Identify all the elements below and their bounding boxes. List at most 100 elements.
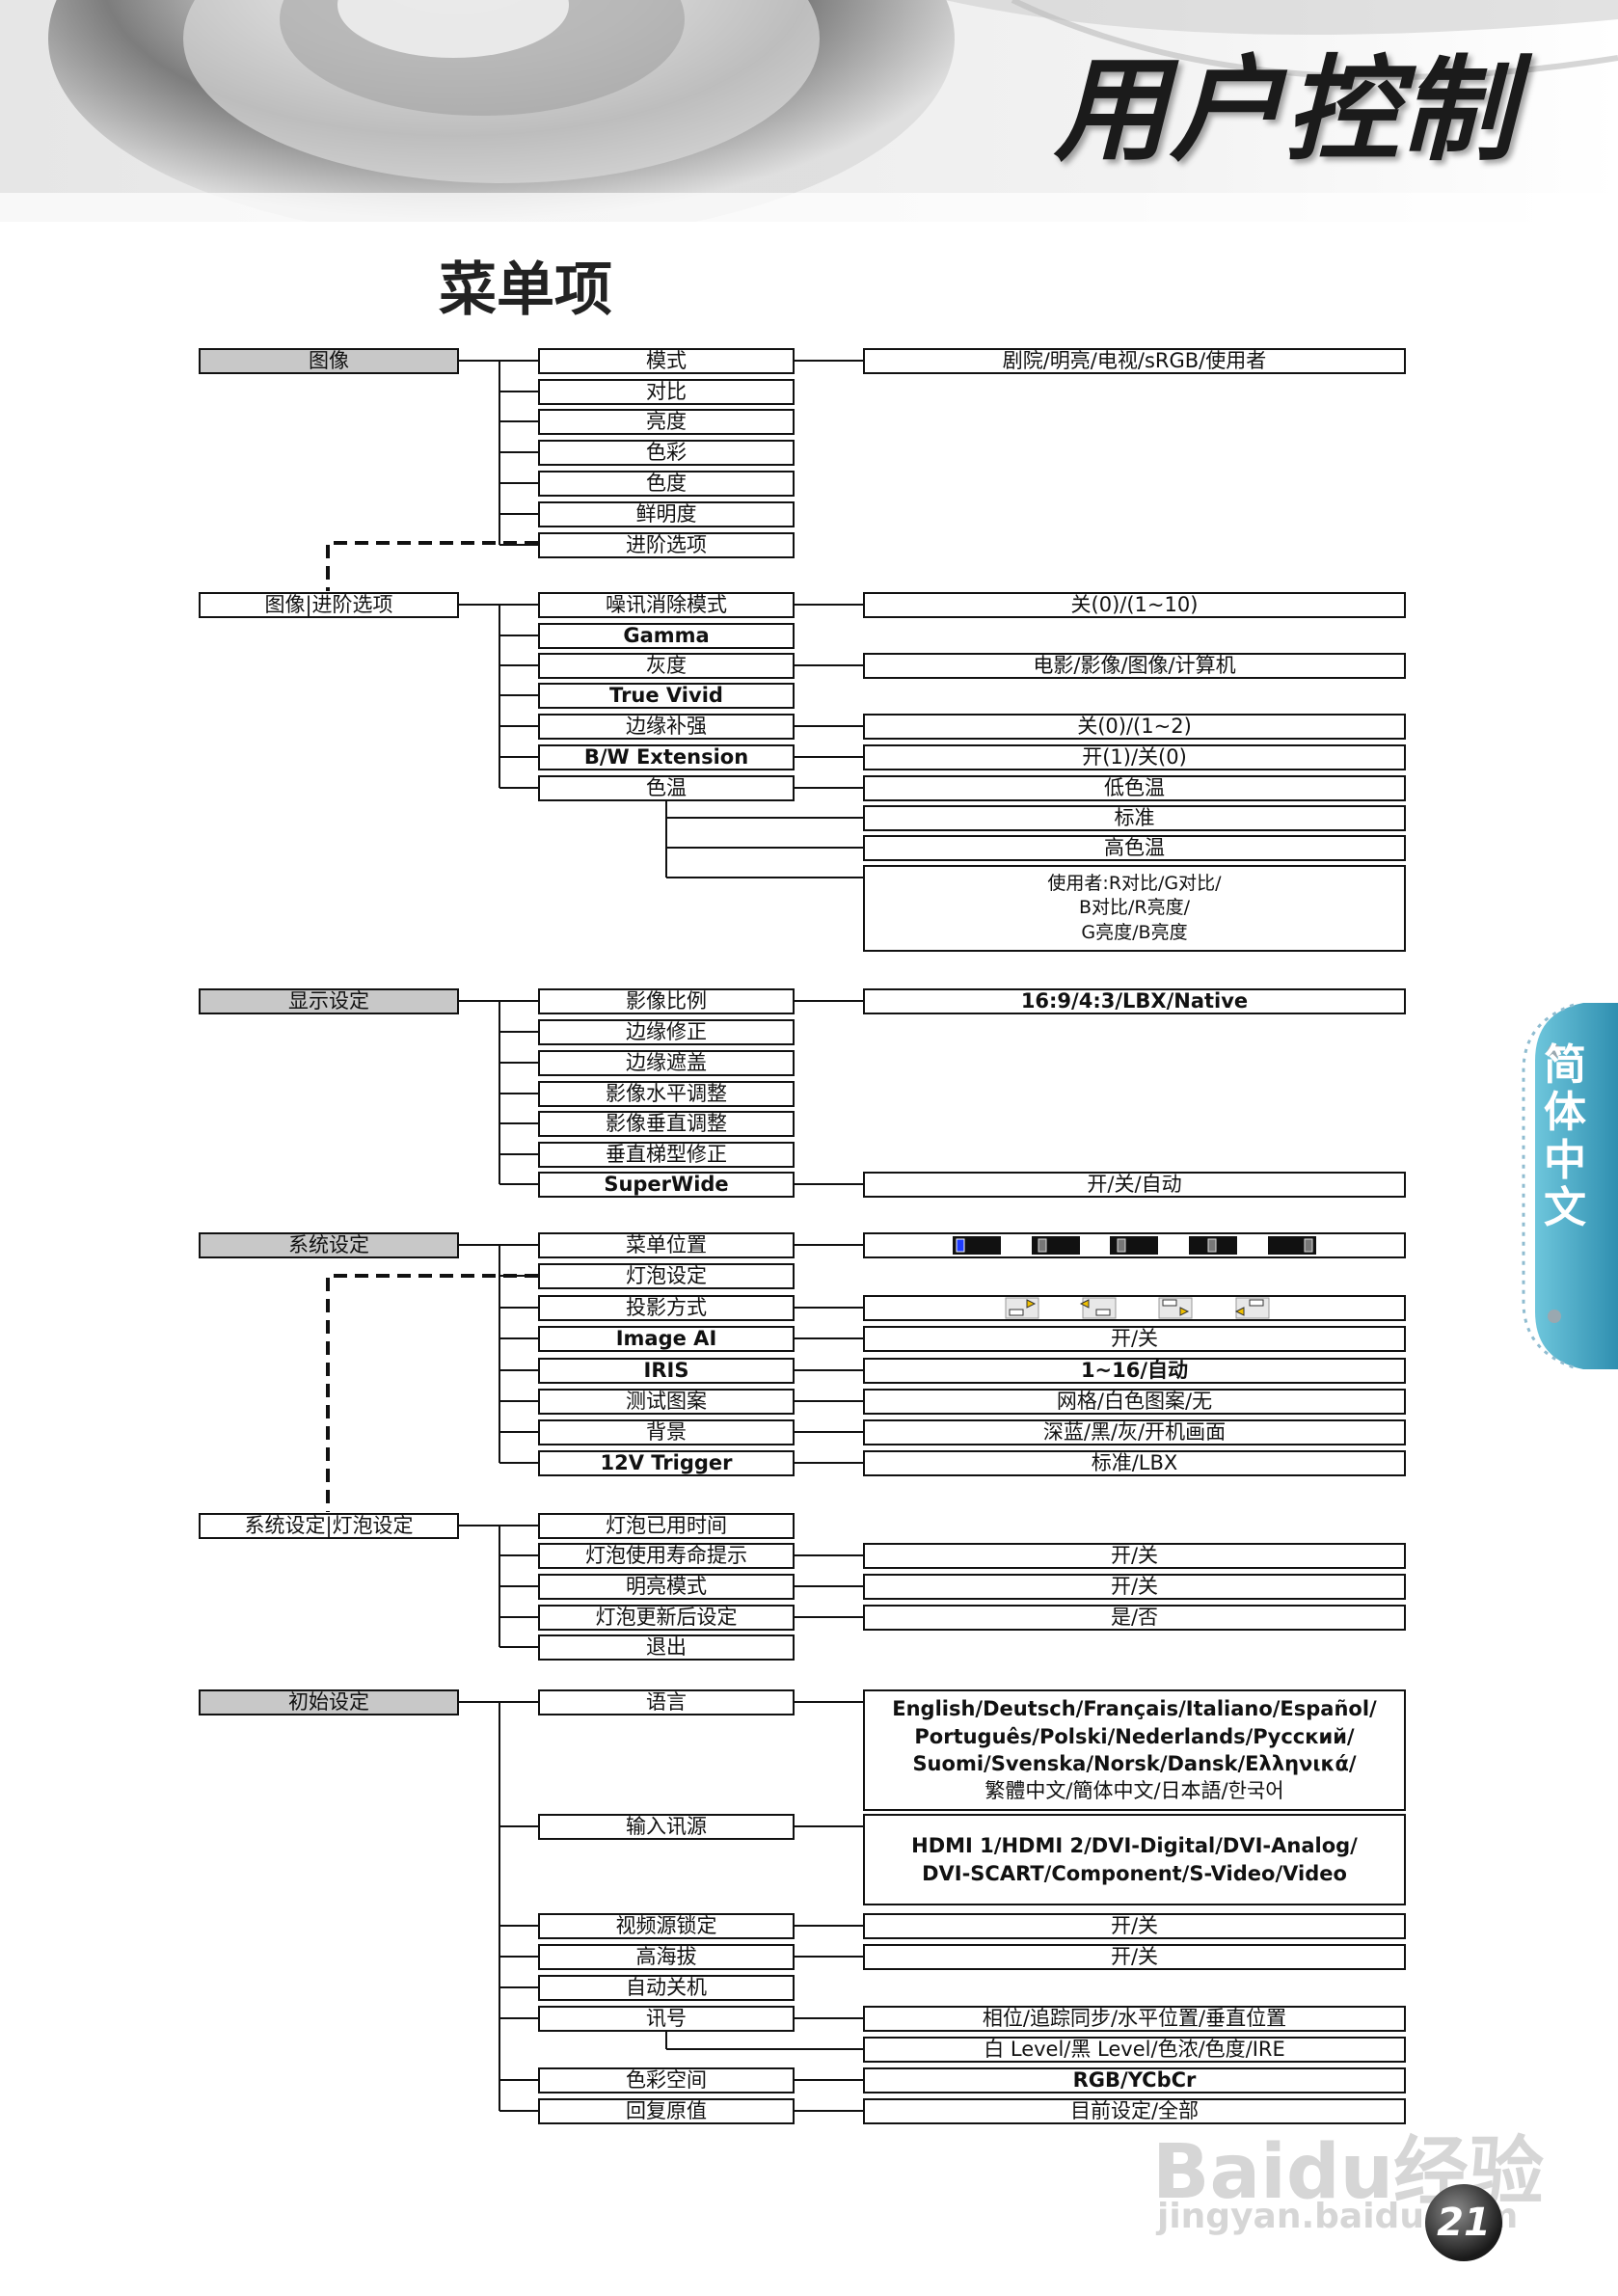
category-display[interactable]: 显示设定 (199, 988, 459, 1014)
value-signal-2: 白 Level/黑 Level/色浓/色度/IRE (863, 2037, 1406, 2063)
menu-item-superwide[interactable]: SuperWide (538, 1172, 795, 1198)
category-image[interactable]: 图像 (199, 348, 459, 374)
menu-item-signal[interactable]: 讯号 (538, 2006, 795, 2032)
value-bw-extension: 开(1)/关(0) (863, 744, 1406, 770)
side-tab-graphic (1522, 1003, 1618, 1369)
menu-item-menu-position[interactable]: 菜单位置 (538, 1232, 795, 1258)
value-bright-mode: 开/关 (863, 1574, 1406, 1600)
menu-item-advanced[interactable]: 进阶选项 (538, 532, 795, 558)
menu-item-bw-extension[interactable]: B/W Extension (538, 744, 795, 770)
menu-item-projection[interactable]: 投影方式 (538, 1295, 795, 1321)
value-iris: 1~16/自动 (863, 1358, 1406, 1384)
menu-item-color[interactable]: 色彩 (538, 440, 795, 466)
source-line: HDMI 1/HDMI 2/DVI-Digital/DVI-Analog/ (911, 1834, 1358, 1858)
value-aspect-ratio: 16:9/4:3/LBX/Native (863, 988, 1406, 1014)
value-menu-position (863, 1232, 1406, 1258)
menu-item-color-temp[interactable]: 色温 (538, 775, 795, 801)
menu-item-reset[interactable]: 回复原值 (538, 2098, 795, 2124)
menu-item-color-space[interactable]: 色彩空间 (538, 2067, 795, 2093)
position-center-icon (1110, 1236, 1158, 1255)
color-temp-user-line: 使用者:R对比/G对比/ (1047, 872, 1222, 894)
value-12v-trigger: 标准/LBX (863, 1450, 1406, 1476)
value-projection (863, 1295, 1406, 1321)
color-temp-user-line: G亮度/B亮度 (1081, 921, 1188, 943)
menu-item-contrast[interactable]: 对比 (538, 379, 795, 405)
category-setup[interactable]: 初始设定 (199, 1689, 459, 1715)
menu-position-icons (953, 1236, 1316, 1255)
value-color-temp-standard: 标准 (863, 805, 1406, 831)
page-title: 用户控制 (1053, 43, 1517, 176)
menu-item-12v-trigger[interactable]: 12V Trigger (538, 1450, 795, 1476)
value-color-temp-low: 低色温 (863, 775, 1406, 801)
menu-item-background[interactable]: 背景 (538, 1419, 795, 1445)
value-signal-1: 相位/追踪同步/水平位置/垂直位置 (863, 2006, 1406, 2032)
category-image-advanced[interactable]: 图像|进阶选项 (199, 592, 459, 618)
language-line: 繁體中文/簡体中文/日本語/한국어 (984, 1779, 1284, 1803)
language-line: Suomi/Svenska/Norsk/Dansk/Ελληνικά/ (912, 1752, 1357, 1775)
value-reset: 目前设定/全部 (863, 2098, 1406, 2124)
value-image-ai: 开/关 (863, 1326, 1406, 1352)
menu-item-mode[interactable]: 模式 (538, 348, 795, 374)
menu-item-edge-correction[interactable]: 边缘修正 (538, 1019, 795, 1045)
value-mode: 剧院/明亮/电视/sRGB/使用者 (863, 348, 1406, 374)
menu-item-auto-power-off[interactable]: 自动关机 (538, 1975, 795, 2001)
category-system-lamp[interactable]: 系统设定|灯泡设定 (199, 1513, 459, 1539)
menu-item-lamp-hours[interactable]: 灯泡已用时间 (538, 1513, 795, 1539)
menu-item-sharpness[interactable]: 鲜明度 (538, 501, 795, 527)
menu-item-language[interactable]: 语言 (538, 1689, 795, 1715)
projection-icons (1005, 1297, 1270, 1319)
menu-item-tint[interactable]: 色度 (538, 471, 795, 497)
value-edge-enhance: 关(0)/(1~2) (863, 714, 1406, 740)
position-top-left-icon (953, 1236, 1001, 1255)
language-line: Português/Polski/Nederlands/Русский/ (914, 1724, 1355, 1748)
value-color-temp-user: 使用者:R对比/G对比/ B对比/R亮度/ G亮度/B亮度 (863, 865, 1406, 952)
menu-item-bright-mode[interactable]: 明亮模式 (538, 1574, 795, 1600)
position-bottom-right-icon (1268, 1236, 1316, 1255)
menu-item-iris[interactable]: IRIS (538, 1358, 795, 1384)
menu-item-brightness[interactable]: 亮度 (538, 409, 795, 435)
value-source-lock: 开/关 (863, 1913, 1406, 1939)
menu-item-gray[interactable]: 灰度 (538, 653, 795, 679)
menu-item-noise-reduction[interactable]: 噪讯消除模式 (538, 592, 795, 618)
value-high-altitude: 开/关 (863, 1944, 1406, 1970)
menu-item-image-ai[interactable]: Image AI (538, 1326, 795, 1352)
page-number: 21 (1425, 2184, 1502, 2261)
lens-graphic (0, 0, 1618, 222)
category-system[interactable]: 系统设定 (199, 1232, 459, 1258)
menu-item-aspect-ratio[interactable]: 影像比例 (538, 988, 795, 1014)
menu-item-true-vivid[interactable]: True Vivid (538, 683, 795, 709)
menu-item-lamp-reset[interactable]: 灯泡更新后设定 (538, 1605, 795, 1631)
menu-item-exit[interactable]: 退出 (538, 1634, 795, 1661)
menu-item-keystone[interactable]: 垂直梯型修正 (538, 1142, 795, 1168)
projection-rear-desktop-icon (1079, 1297, 1117, 1319)
menu-item-lamp-reminder[interactable]: 灯泡使用寿命提示 (538, 1543, 795, 1569)
menu-item-lamp-settings[interactable]: 灯泡设定 (538, 1263, 795, 1289)
value-lamp-reset: 是/否 (863, 1605, 1406, 1631)
value-lamp-reminder: 开/关 (863, 1543, 1406, 1569)
value-superwide: 开/关/自动 (863, 1172, 1406, 1198)
menu-item-h-position[interactable]: 影像水平调整 (538, 1081, 795, 1107)
position-top-right-icon (1032, 1236, 1080, 1255)
value-test-pattern: 网格/白色图案/无 (863, 1389, 1406, 1415)
value-color-temp-high: 高色温 (863, 835, 1406, 861)
menu-item-gamma[interactable]: Gamma (538, 623, 795, 649)
projection-rear-ceiling-icon (1234, 1297, 1270, 1319)
menu-item-edge-mask[interactable]: 边缘遮盖 (538, 1050, 795, 1076)
menu-item-v-position[interactable]: 影像垂直调整 (538, 1111, 795, 1137)
menu-item-input-source[interactable]: 输入讯源 (538, 1814, 795, 1840)
menu-item-test-pattern[interactable]: 测试图案 (538, 1389, 795, 1415)
projection-front-ceiling-icon (1158, 1297, 1193, 1319)
value-gray: 电影/影像/图像/计算机 (863, 653, 1406, 679)
menu-item-edge-enhance[interactable]: 边缘补强 (538, 714, 795, 740)
value-background: 深蓝/黑/灰/开机画面 (863, 1419, 1406, 1445)
menu-item-high-altitude[interactable]: 高海拔 (538, 1944, 795, 1970)
menu-item-source-lock[interactable]: 视频源锁定 (538, 1913, 795, 1939)
value-noise-reduction: 关(0)/(1~10) (863, 592, 1406, 618)
value-input-source: HDMI 1/HDMI 2/DVI-Digital/DVI-Analog/ DV… (863, 1814, 1406, 1905)
side-tab-language: 简体中文 (1544, 1040, 1586, 1232)
color-temp-user-line: B对比/R亮度/ (1078, 897, 1191, 919)
value-color-space: RGB/YCbCr (863, 2067, 1406, 2093)
position-bottom-left-icon (1189, 1236, 1237, 1255)
value-language: English/Deutsch/Français/Italiano/Españo… (863, 1689, 1406, 1811)
